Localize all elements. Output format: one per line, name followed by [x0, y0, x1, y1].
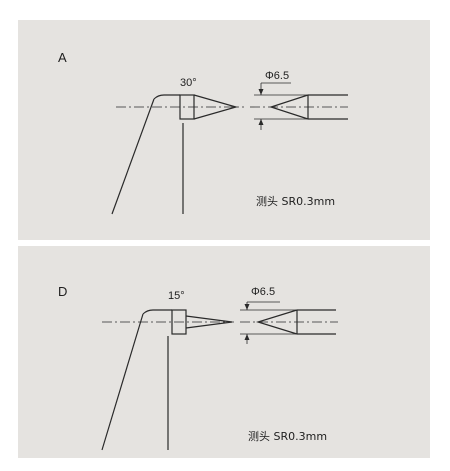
probe-base — [171, 309, 187, 335]
panel-a-letter: A — [58, 50, 67, 65]
panel-d: D 15° Φ6.5 测头 SR0.3mm — [18, 246, 430, 458]
arm-top-curve — [153, 94, 180, 100]
side-cone — [269, 94, 309, 120]
probe-cone — [193, 94, 239, 120]
arm-outer-line — [111, 98, 155, 215]
figure-frame: A 30° Φ6.5 测头 SR0.3mm — [18, 20, 430, 458]
dim-arrowhead-bottom — [258, 119, 264, 125]
panel-d-angle-label: 15° — [168, 290, 185, 302]
panel-a: A 30° Φ6.5 测头 SR0.3mm — [18, 20, 430, 240]
dim-arrowhead-top — [244, 304, 250, 310]
panel-d-drawing — [101, 301, 338, 451]
side-cone — [255, 309, 298, 335]
panel-a-angle-label: 30° — [180, 77, 197, 89]
probe-cone — [185, 315, 233, 329]
panel-d-probe-note: 测头 SR0.3mm — [248, 430, 328, 443]
arm-top-curve — [142, 309, 172, 315]
probe-base — [179, 94, 195, 120]
panel-separator — [18, 240, 430, 246]
arm-outer-line — [101, 313, 144, 451]
panel-a-probe-note: 测头 SR0.3mm — [256, 195, 336, 208]
panel-d-diameter-label: Φ6.5 — [251, 286, 276, 298]
panel-a-drawing — [111, 82, 348, 215]
panel-a-diameter-label: Φ6.5 — [265, 70, 290, 82]
dim-arrowhead-top — [258, 89, 264, 95]
dim-arrowhead-bottom — [244, 334, 250, 340]
panel-d-letter: D — [58, 284, 68, 299]
